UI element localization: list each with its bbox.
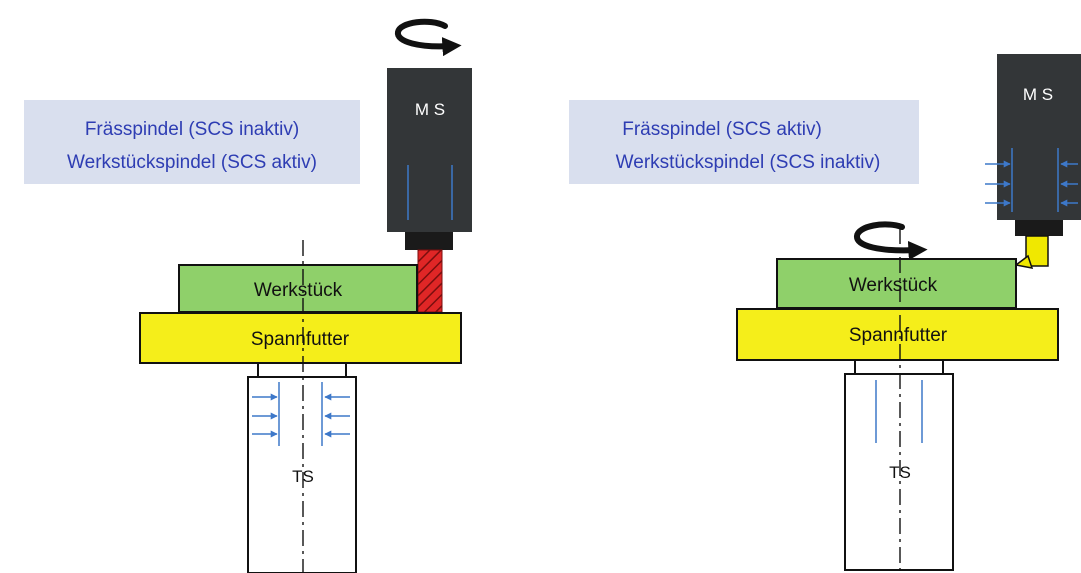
right-workpiece: Werkstück — [776, 258, 1017, 309]
left-motor-spindle: M S — [387, 68, 472, 313]
left-legend: Frässpindel (SCS inaktiv) Werkstückspind… — [24, 100, 360, 184]
left-milling-tool — [417, 249, 443, 313]
right-legend: Frässpindel (SCS aktiv) Werkstückspindel… — [569, 100, 919, 184]
right-motor-spindle: M S — [985, 54, 1081, 269]
right-workpiece-rotation-icon — [854, 221, 928, 261]
right-panel: Frässpindel (SCS aktiv) Werkstückspindel… — [569, 54, 1081, 573]
right-legend-line2: Werkstückspindel (SCS inaktiv) — [616, 152, 881, 173]
left-motor-label: M S — [415, 100, 445, 119]
right-chuck: Spannfutter — [736, 308, 1059, 361]
left-spindle-nose — [405, 232, 453, 250]
right-legend-line1: Frässpindel (SCS aktiv) — [622, 119, 822, 140]
left-clamp-icon — [252, 393, 350, 438]
right-motor-body — [997, 54, 1081, 220]
left-turning-spindle: TS — [247, 362, 357, 573]
left-panel: Frässpindel (SCS inaktiv) Werkstückspind… — [24, 18, 472, 573]
left-workpiece-label: Werkstück — [254, 280, 343, 301]
left-chuck: Spannfutter — [139, 312, 462, 364]
left-workpiece: Werkstück — [178, 264, 418, 313]
left-legend-line2: Werkstückspindel (SCS aktiv) — [67, 152, 317, 173]
right-milling-tool — [1025, 235, 1049, 267]
right-cutting-tip — [1014, 254, 1034, 269]
right-legend-box — [569, 100, 919, 184]
right-workpiece-label: Werkstück — [849, 275, 938, 296]
left-legend-box — [24, 100, 360, 184]
right-chuck-label: Spannfutter — [849, 325, 948, 346]
left-motor-rotation-icon — [395, 18, 462, 57]
left-chuck-label: Spannfutter — [251, 329, 350, 350]
right-motor-label: M S — [1023, 85, 1053, 104]
left-legend-line1: Frässpindel (SCS inaktiv) — [85, 119, 299, 140]
right-turning-spindle: TS — [844, 359, 954, 571]
right-clamp-icon — [985, 160, 1078, 207]
left-motor-body — [387, 68, 472, 232]
right-spindle-nose — [1015, 220, 1063, 236]
